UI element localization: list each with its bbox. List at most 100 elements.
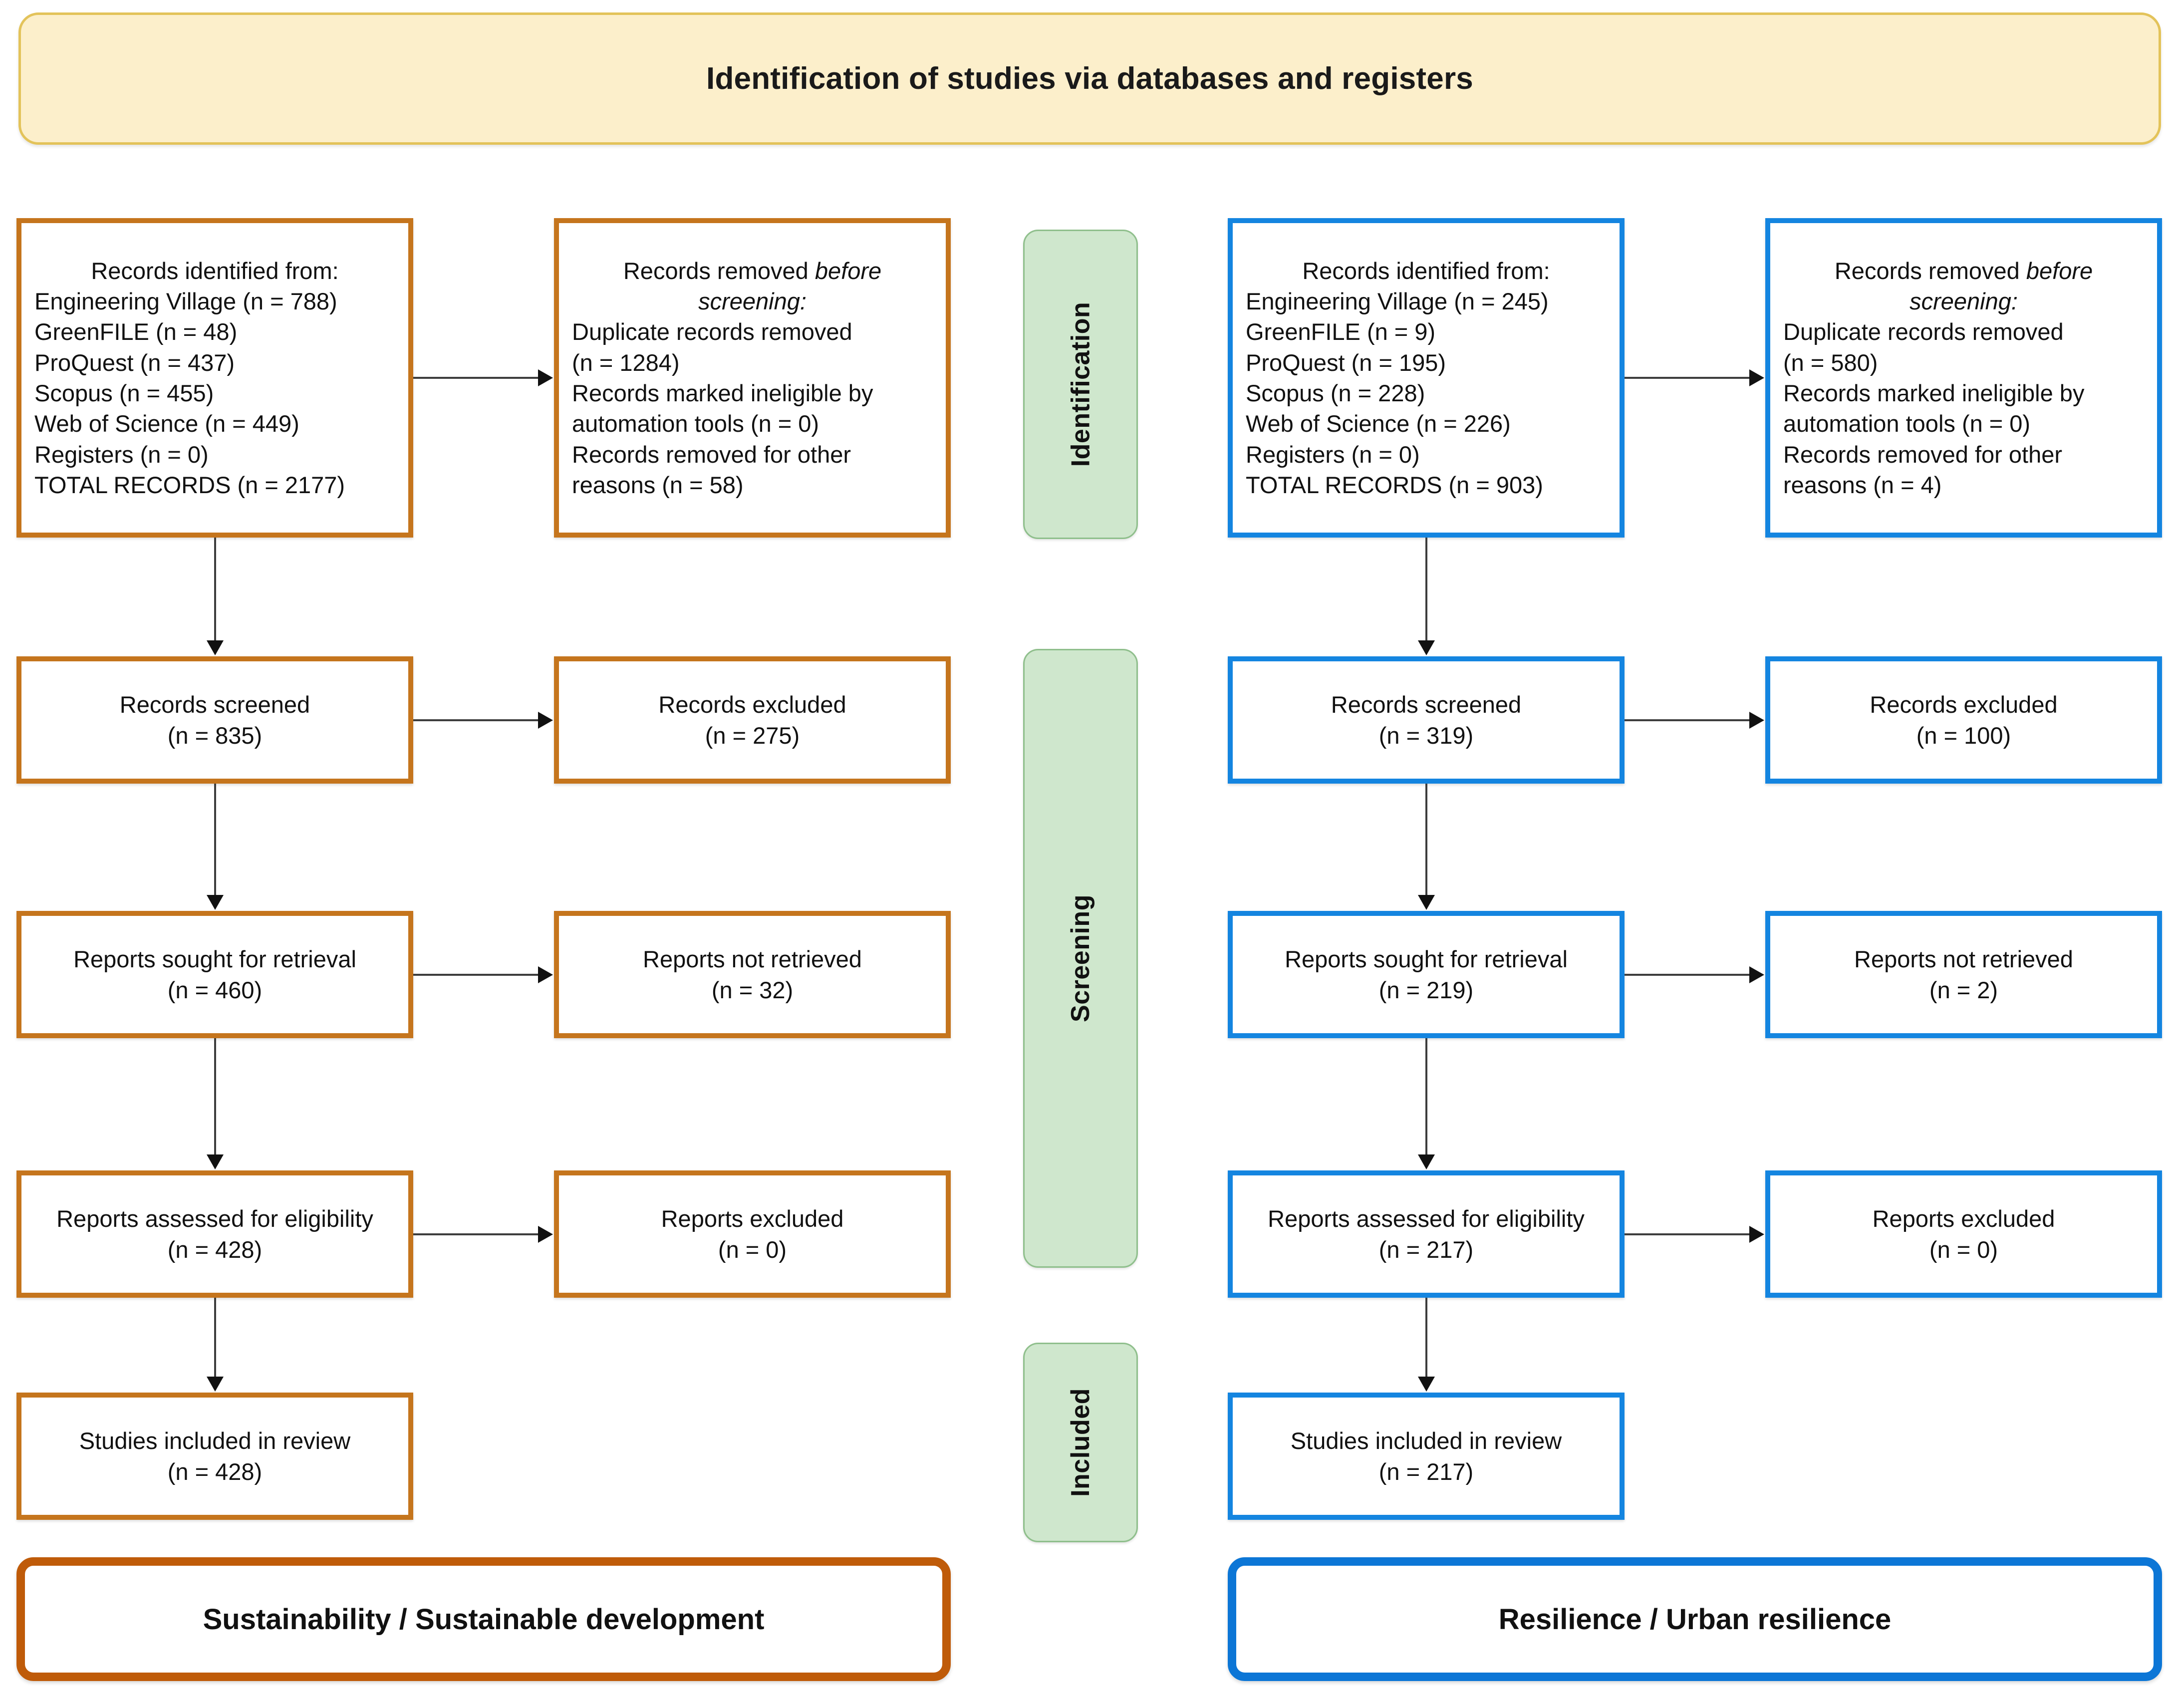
connector-arrow-right — [538, 369, 553, 386]
footer-box-resilience: Resilience / Urban resilience — [1228, 1557, 2162, 1681]
connector-arrow-right — [1749, 1226, 1764, 1243]
records-removed-reason: Duplicate records removed — [572, 318, 852, 345]
records-screened-label: Records screened — [1331, 691, 1522, 718]
reports-not-retrieved-count: (n = 32) — [711, 976, 794, 1003]
box-studies-included-resilience: Studies included in review (n = 217) — [1228, 1393, 1625, 1520]
records-removed-reason: reasons (n = 58) — [572, 471, 744, 498]
connector-line-vertical — [1425, 538, 1427, 641]
records-identified-source: GreenFILE (n = 9) — [1246, 318, 1436, 345]
connector-arrow-down — [1418, 1154, 1435, 1169]
records-identified-source: Registers (n = 0) — [1246, 441, 1420, 468]
records-identified-source: Engineering Village (n = 788) — [34, 288, 337, 315]
records-identified-source: Scopus (n = 228) — [1246, 380, 1425, 406]
box-studies-included-sustainability: Studies included in review (n = 428) — [16, 1393, 413, 1520]
records-screened-count: (n = 835) — [167, 722, 263, 749]
reports-sought-label: Reports sought for retrieval — [73, 946, 356, 973]
connector-line-vertical — [1425, 784, 1427, 896]
connector-arrow-right — [1749, 966, 1764, 983]
records-excluded-count: (n = 275) — [705, 722, 800, 749]
records-identified-source: Registers (n = 0) — [34, 441, 209, 468]
reports-excluded-label: Reports excluded — [1872, 1205, 2055, 1232]
records-removed-reason: Records marked ineligible by — [1783, 380, 2085, 406]
connector-arrow-right — [538, 1226, 553, 1243]
connector-arrow-right — [538, 966, 553, 983]
box-reports-assessed-resilience: Reports assessed for eligibility (n = 21… — [1228, 1170, 1625, 1298]
connector-arrow-down — [207, 640, 224, 655]
box-records-screened-sustainability: Records screened (n = 835) — [16, 656, 413, 784]
box-reports-sought-resilience: Reports sought for retrieval (n = 219) — [1228, 911, 1625, 1038]
studies-included-count: (n = 217) — [1378, 1458, 1474, 1485]
connector-line-horizontal — [413, 1233, 539, 1235]
page-title: Identification of studies via databases … — [706, 61, 1473, 96]
box-records-excluded-sustainability: Records excluded (n = 275) — [554, 656, 951, 784]
connector-arrow-down — [207, 1377, 224, 1392]
box-records-screened-resilience: Records screened (n = 319) — [1228, 656, 1625, 784]
records-removed-reason: (n = 1284) — [572, 349, 680, 376]
diagram-header-banner: Identification of studies via databases … — [18, 12, 2161, 145]
reports-not-retrieved-count: (n = 2) — [1929, 976, 1998, 1003]
connector-line-horizontal — [413, 377, 539, 379]
records-removed-reason: (n = 580) — [1783, 349, 1878, 376]
connector-line-vertical — [214, 1038, 216, 1155]
phase-label-included: Included — [1066, 1388, 1095, 1497]
connector-arrow-down — [1418, 1377, 1435, 1392]
connector-line-vertical — [1425, 1038, 1427, 1155]
box-records-excluded-resilience: Records excluded (n = 100) — [1765, 656, 2162, 784]
connector-arrow-down — [1418, 640, 1435, 655]
records-removed-heading-2: screening: — [1909, 288, 2018, 315]
records-identified-source: ProQuest (n = 437) — [34, 349, 235, 376]
studies-included-label: Studies included in review — [79, 1427, 351, 1454]
reports-assessed-count: (n = 428) — [167, 1236, 263, 1263]
records-removed-reason: automation tools (n = 0) — [1783, 410, 2031, 437]
reports-excluded-label: Reports excluded — [661, 1205, 844, 1232]
box-records-removed-resilience: Records removed before screening: Duplic… — [1765, 218, 2162, 538]
records-identified-heading: Records identified from: — [1302, 257, 1550, 284]
box-records-identified-sustainability: Records identified from: Engineering Vil… — [16, 218, 413, 538]
reports-not-retrieved-label: Reports not retrieved — [643, 946, 862, 973]
records-identified-heading: Records identified from: — [91, 257, 339, 284]
connector-arrow-down — [207, 895, 224, 910]
reports-assessed-count: (n = 217) — [1378, 1236, 1474, 1263]
phase-chip-screening: Screening — [1023, 649, 1138, 1268]
box-reports-sought-sustainability: Reports sought for retrieval (n = 460) — [16, 911, 413, 1038]
records-excluded-label: Records excluded — [1870, 691, 2058, 718]
connector-line-horizontal — [413, 719, 539, 721]
connector-line-vertical — [214, 538, 216, 641]
phase-label-screening: Screening — [1066, 894, 1095, 1022]
records-identified-source: Engineering Village (n = 245) — [1246, 288, 1549, 315]
box-reports-excluded-sustainability: Reports excluded (n = 0) — [554, 1170, 951, 1298]
connector-line-horizontal — [1625, 377, 1750, 379]
connector-arrow-right — [538, 712, 553, 729]
records-removed-reason: Records removed for other — [1783, 441, 2063, 468]
reports-sought-count: (n = 219) — [1378, 976, 1474, 1003]
reports-not-retrieved-label: Reports not retrieved — [1854, 946, 2073, 973]
phase-chip-included: Included — [1023, 1343, 1138, 1542]
reports-sought-count: (n = 460) — [167, 976, 263, 1003]
records-removed-heading-2: screening: — [698, 288, 807, 315]
records-identified-total: TOTAL RECORDS (n = 903) — [1246, 471, 1543, 498]
reports-excluded-count: (n = 0) — [1929, 1236, 1998, 1263]
records-identified-source: Scopus (n = 455) — [34, 380, 214, 406]
records-removed-reason: automation tools (n = 0) — [572, 410, 819, 437]
connector-line-vertical — [214, 784, 216, 896]
records-identified-source: Web of Science (n = 226) — [1246, 410, 1511, 437]
records-excluded-count: (n = 100) — [1916, 722, 2011, 749]
records-removed-heading: Records removed before — [623, 257, 882, 284]
connector-arrow-down — [1418, 895, 1435, 910]
records-removed-reason: Duplicate records removed — [1783, 318, 2064, 345]
records-identified-source: ProQuest (n = 195) — [1246, 349, 1446, 376]
box-reports-not-retrieved-resilience: Reports not retrieved (n = 2) — [1765, 911, 2162, 1038]
records-removed-reason: Records marked ineligible by — [572, 380, 873, 406]
box-reports-assessed-sustainability: Reports assessed for eligibility (n = 42… — [16, 1170, 413, 1298]
connector-arrow-down — [207, 1154, 224, 1169]
connector-arrow-right — [1749, 369, 1764, 386]
connector-line-horizontal — [413, 974, 539, 976]
box-records-removed-sustainability: Records removed before screening: Duplic… — [554, 218, 951, 538]
reports-excluded-count: (n = 0) — [718, 1236, 787, 1263]
connector-line-horizontal — [1625, 719, 1750, 721]
records-removed-reason: Records removed for other — [572, 441, 851, 468]
records-identified-source: Web of Science (n = 449) — [34, 410, 299, 437]
studies-included-count: (n = 428) — [167, 1458, 263, 1485]
reports-assessed-label: Reports assessed for eligibility — [56, 1205, 373, 1232]
